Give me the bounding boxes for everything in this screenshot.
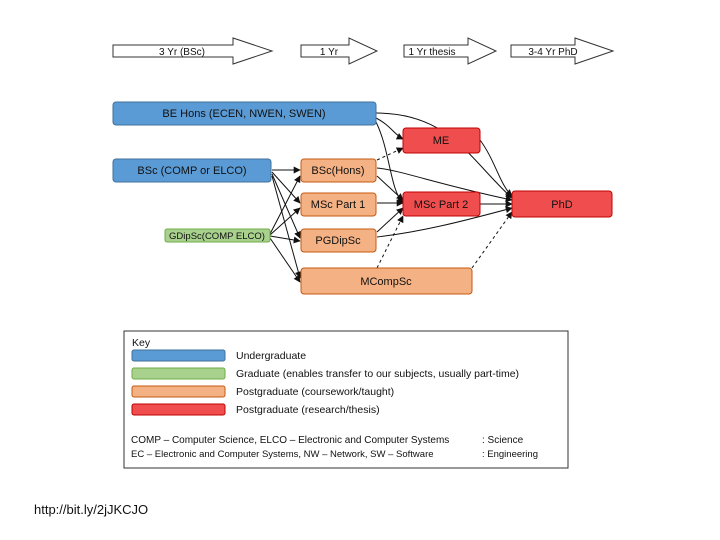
node-bsc: BSc (COMP or ELCO) (112, 158, 272, 183)
key-swatch-undergraduate (131, 349, 226, 362)
timeline-arrow-bsc: 3 Yr (BSc) (112, 37, 274, 65)
edge-bschons-msc2 (376, 175, 404, 201)
edge-bschons-me (376, 147, 404, 161)
connectors (269, 112, 513, 283)
footer-link[interactable]: http://bit.ly/2jJKCJO (34, 502, 149, 517)
edge-behons-msc2 (375, 121, 404, 204)
node-label: MCompSc (360, 276, 412, 288)
node-msc-part2: MSc Part 2 (402, 191, 481, 217)
edge-gdip-msc1 (269, 207, 301, 236)
node-pgdipsc: PGDipSc (300, 228, 377, 253)
node-be-hons: BE Hons (ECEN, NWEN, SWEN) (112, 101, 377, 126)
timeline-arrow-1yr: 1 Yr (300, 37, 379, 65)
key-swatch-postgrad-research (131, 403, 226, 416)
edge-bschons-phd (376, 167, 513, 203)
timeline: 3 Yr (BSc) 1 Yr 1 Yr thesis 3-4 Yr PhD (112, 37, 615, 65)
node-me: ME (402, 127, 481, 154)
edge-behons-phd (375, 112, 513, 199)
edge-bsc-mcomp (271, 175, 302, 279)
abbreviation-science: COMP – Computer Science, ELCO – Electron… (131, 435, 449, 446)
node-label: MSc Part 2 (414, 199, 468, 211)
node-label: MSc Part 1 (311, 199, 365, 211)
abbreviation-engineering: EC – Electronic and Computer Systems, NW… (131, 449, 434, 460)
node-gdipsc: GDipSc(COMP ELCO) (164, 228, 271, 243)
key-title: Key (132, 337, 151, 349)
key-swatch-graduate (131, 367, 226, 380)
edge-mcomp-msc2 (376, 215, 404, 269)
node-label: ME (433, 135, 450, 147)
edge-behons-me (375, 117, 404, 140)
timeline-label: 1 Yr thesis (408, 47, 455, 58)
node-label: BSc(Hons) (311, 165, 364, 177)
edge-bsc-msc1 (271, 171, 301, 204)
node-msc-part1: MSc Part 1 (300, 192, 377, 217)
edge-bsc-pgdip (271, 173, 301, 239)
node-label: PGDipSc (315, 235, 361, 247)
edge-gdip-mcomp (269, 237, 301, 283)
node-label: BSc (COMP or ELCO) (137, 165, 246, 177)
abbreviation-science-tag: : Science (482, 435, 524, 446)
timeline-arrow-thesis: 1 Yr thesis (403, 37, 498, 65)
program-flow-diagram: 3 Yr (BSc) 1 Yr 1 Yr thesis 3-4 Yr PhD (112, 37, 615, 469)
key-item-label: Undergraduate (236, 350, 306, 362)
node-mcompsc: MCompSc (300, 267, 473, 295)
key-item-label: Postgraduate (research/thesis) (236, 404, 380, 416)
node-phd: PhD (511, 190, 613, 218)
timeline-label: 3-4 Yr PhD (528, 47, 577, 58)
edge-mcomp-phd (471, 211, 513, 269)
node-bsc-hons: BSc(Hons) (300, 158, 377, 183)
key-panel: Key Undergraduate Graduate (enables tran… (123, 330, 569, 469)
edge-gdip-bschons (269, 175, 301, 235)
key-swatch-postgrad-coursework (131, 385, 226, 398)
edge-gdip-pgdip (269, 235, 301, 244)
abbreviation-engineering-tag: : Engineering (482, 449, 538, 460)
node-label: PhD (551, 199, 572, 211)
timeline-label: 1 Yr (320, 47, 339, 58)
key-item-label: Postgraduate (coursework/taught) (236, 386, 394, 398)
node-label: BE Hons (ECEN, NWEN, SWEN) (162, 108, 325, 120)
timeline-label: 3 Yr (BSc) (159, 47, 205, 58)
timeline-arrow-phd: 3-4 Yr PhD (510, 37, 615, 65)
node-label: GDipSc(COMP ELCO) (169, 231, 265, 242)
key-item-label: Graduate (enables transfer to our subjec… (236, 368, 519, 380)
edge-pgdip-phd (376, 206, 513, 238)
edge-pgdip-msc2 (376, 207, 404, 233)
edge-me-phd (479, 139, 513, 197)
